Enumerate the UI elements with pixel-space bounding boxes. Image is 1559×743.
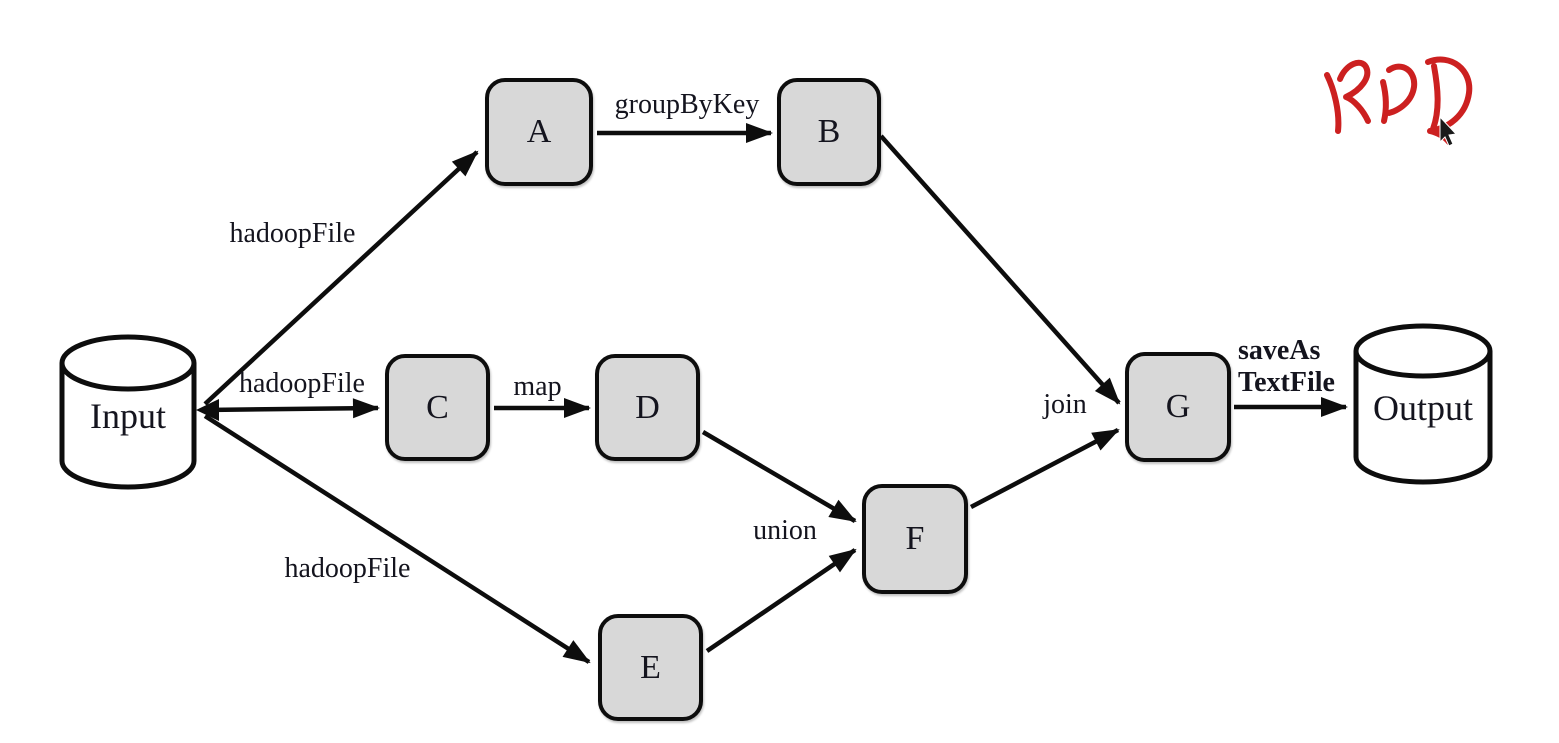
node-label: A: [526, 113, 552, 150]
node-label: F: [905, 520, 925, 557]
edge-label-hadoopfile-bottom: hadoopFile: [284, 553, 411, 584]
node-label: E: [640, 648, 661, 686]
node-label: B: [817, 113, 841, 150]
node-label: C: [426, 388, 449, 426]
node-b: B: [777, 78, 881, 186]
edge-b-g: [879, 134, 1121, 405]
node-f: F: [862, 484, 968, 594]
output-label: Output: [1372, 388, 1473, 428]
node-label: G: [1165, 388, 1191, 425]
edge-label-union: union: [753, 515, 817, 546]
mouse-cursor-icon: [1439, 115, 1458, 147]
rdd-handwriting-annotation: [1324, 56, 1473, 145]
edge-d-f: [701, 430, 857, 523]
saveas-line2: TextFile: [1238, 367, 1335, 399]
node-e: E: [598, 614, 703, 721]
node-d: D: [595, 354, 700, 461]
edge-label-saveastextfile: saveAs TextFile: [1238, 335, 1356, 399]
input-junction-arrowhead: [196, 399, 219, 421]
edge-input-e: [203, 414, 591, 664]
edge-label-join: join: [1043, 389, 1087, 420]
node-g: G: [1125, 352, 1231, 462]
edge-input-c: [204, 398, 380, 419]
edge-label-hadoopfile-top: hadoopFile: [229, 218, 356, 249]
cylinder-icon: [59, 334, 197, 490]
edge-input-a: [203, 150, 479, 406]
cylinder-icon: [1353, 323, 1493, 485]
edge-e-f: [705, 548, 857, 653]
saveas-line1: saveAs: [1238, 335, 1321, 366]
node-c: C: [385, 354, 490, 461]
edge-f-g: [969, 428, 1120, 509]
node-a: A: [485, 78, 593, 186]
node-label: D: [635, 388, 660, 426]
edge-label-hadoopfile-middle: hadoopFile: [239, 368, 365, 399]
input-label: Input: [90, 396, 166, 436]
edge-label-groupbykey: groupByKey: [614, 89, 760, 120]
edge-label-map: map: [513, 371, 562, 402]
input-datastore: Input: [58, 333, 198, 491]
output-datastore: Output: [1352, 323, 1494, 487]
